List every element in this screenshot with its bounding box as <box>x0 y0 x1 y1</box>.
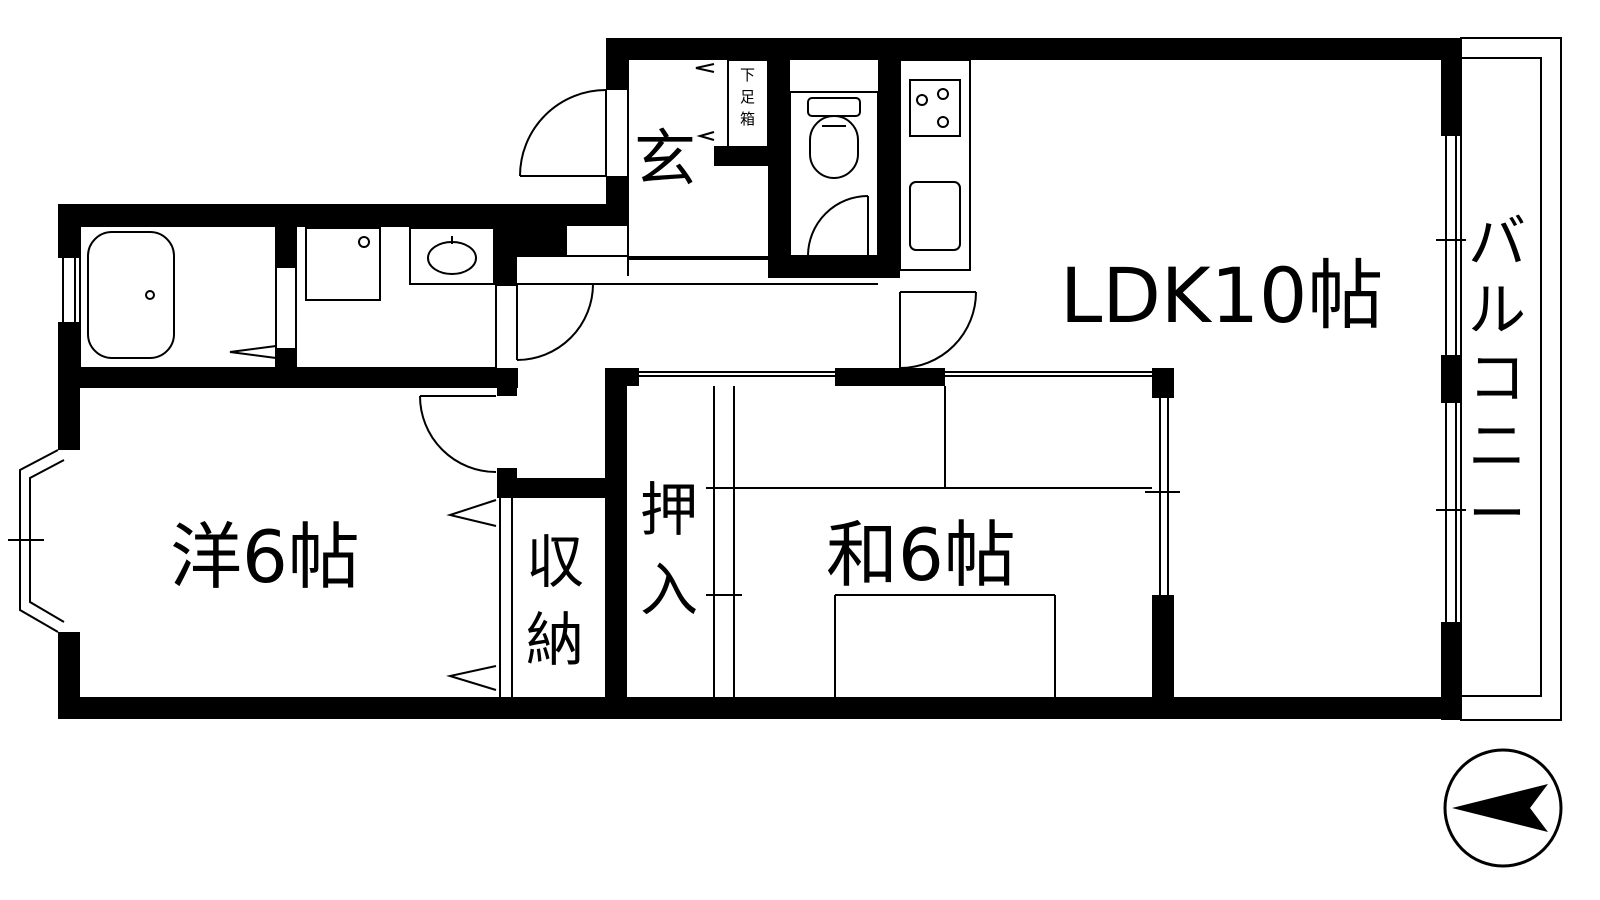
toilet-tank <box>807 97 861 117</box>
north-arrow-icon <box>1443 748 1563 868</box>
balcony-label-2: ル <box>1468 276 1526 344</box>
balcony-label-4: ニ <box>1468 412 1526 480</box>
balcony-label-5: ー <box>1468 480 1526 548</box>
stove-icon <box>909 79 961 137</box>
bathtub <box>87 231 175 359</box>
wash-basin <box>427 241 477 275</box>
balcony-label-1: バ <box>1468 208 1526 276</box>
oshiire-label-2: 入 <box>640 556 698 624</box>
closet-label-2: 納 <box>526 606 584 674</box>
closet-label-1: 収 <box>526 528 584 596</box>
fixtures <box>87 79 961 359</box>
ldk-label: LDK10帖 <box>1060 251 1383 340</box>
washer-drain <box>358 236 370 248</box>
western-room-label: 洋6帖 <box>170 515 360 599</box>
balcony-label-3: コ <box>1468 344 1526 412</box>
door-swings <box>229 63 977 691</box>
bathtub-drain <box>145 290 155 300</box>
thin-lines <box>8 37 1562 721</box>
japanese-room-label: 和6帖 <box>826 513 1016 597</box>
shoe-box-label-2: 足 <box>740 88 755 106</box>
walls <box>58 38 1461 720</box>
oshiire-label-1: 押 <box>640 476 698 544</box>
kitchen-sink <box>909 181 961 251</box>
shoe-box-label-1: 下 <box>740 66 755 84</box>
entrance-label: 玄 <box>634 122 696 195</box>
toilet-bowl-icon <box>809 115 859 179</box>
shoe-box-label-3: 箱 <box>740 110 755 128</box>
